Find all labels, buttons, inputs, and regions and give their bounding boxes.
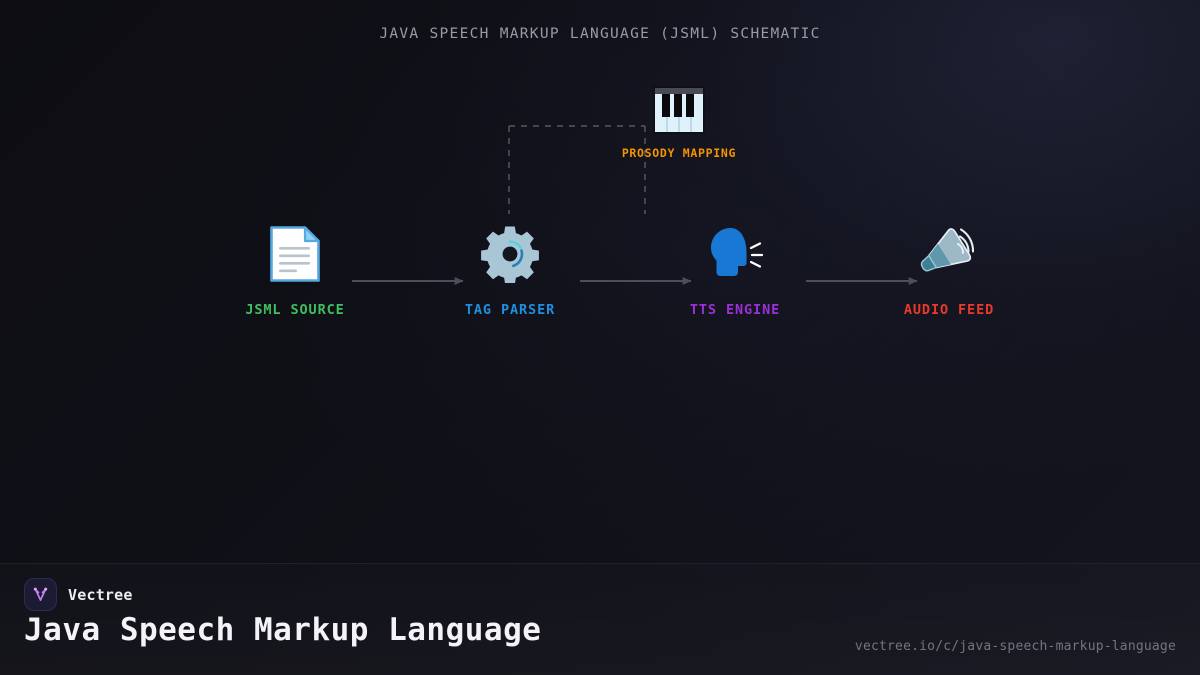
node-label-prosody-mapping: PROSODY MAPPING: [621, 146, 737, 160]
gear-icon: [435, 224, 585, 284]
node-label-tts-engine: TTS ENGINE: [689, 302, 781, 318]
page-title: Java Speech Markup Language: [24, 612, 542, 648]
node-prosody-mapping[interactable]: PROSODY MAPPING: [579, 82, 779, 160]
node-label-tag-parser: TAG PARSER: [464, 302, 556, 318]
footer-url: vectree.io/c/java-speech-markup-language: [854, 639, 1176, 654]
node-jsml-source[interactable]: JSML SOURCE: [220, 224, 370, 318]
piano-keyboard-icon: [579, 82, 779, 138]
prosody-dashed-connector: [508, 125, 646, 214]
node-tts-engine[interactable]: TTS ENGINE: [660, 224, 810, 318]
megaphone-icon: [874, 224, 1024, 284]
document-icon: [220, 224, 370, 284]
brand-name: Vectree: [68, 585, 133, 604]
diagram-title: JAVA SPEECH MARKUP LANGUAGE (JSML) SCHEM…: [379, 26, 821, 42]
node-audio-feed[interactable]: AUDIO FEED: [874, 224, 1024, 318]
node-tag-parser[interactable]: TAG PARSER: [435, 224, 585, 318]
speaking-head-icon: [660, 224, 810, 284]
node-label-audio-feed: AUDIO FEED: [903, 302, 995, 318]
flow-connectors: [352, 125, 918, 285]
footer-bar: Vectree Java Speech Markup Language vect…: [0, 563, 1200, 675]
vectree-logo-icon: [24, 578, 57, 611]
brand-row: Vectree: [24, 578, 133, 611]
node-label-jsml-source: JSML SOURCE: [245, 302, 345, 318]
